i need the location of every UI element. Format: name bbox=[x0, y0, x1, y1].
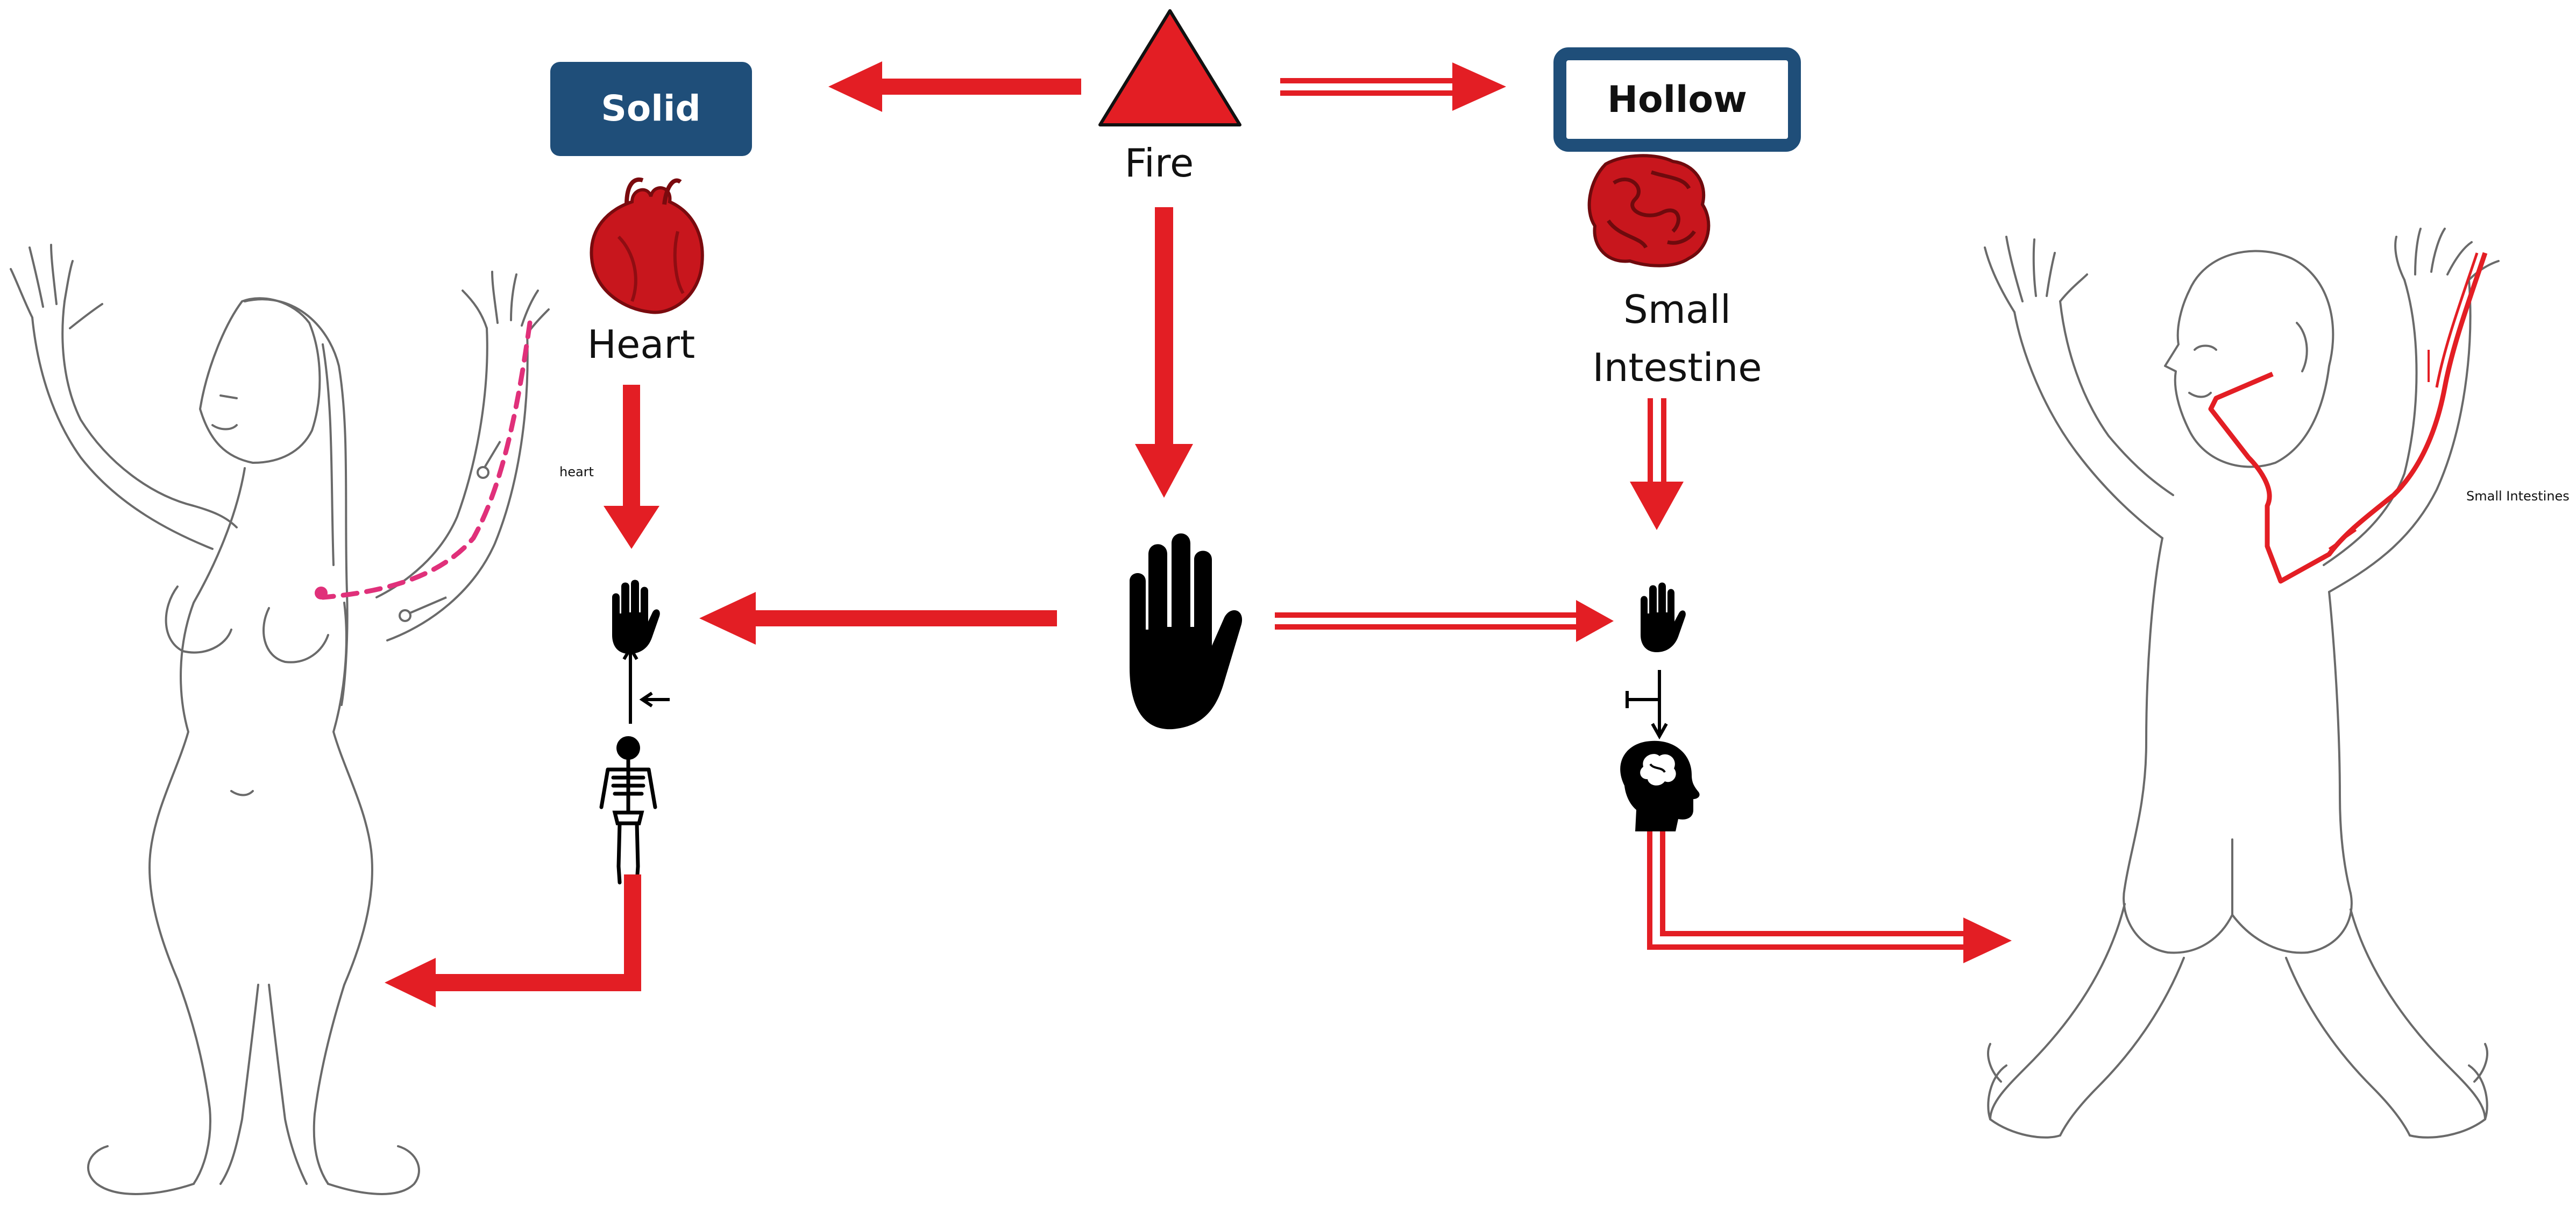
male-body-figure bbox=[1984, 228, 2500, 1139]
small-intestine-label-line2: Intestine bbox=[1592, 345, 1762, 390]
arrow-solid-to-female bbox=[385, 874, 641, 1007]
arrow-hollow-to-male bbox=[1647, 831, 2012, 963]
small-intestine-meridian-label: Small Intestines bbox=[2466, 489, 2570, 504]
hand-icon bbox=[612, 580, 660, 654]
hollow-category-box: Hollow bbox=[1553, 47, 1801, 152]
arrow-fire-to-solid bbox=[828, 61, 1081, 112]
skeleton-icon bbox=[599, 736, 657, 885]
solid-category-box: Solid bbox=[550, 62, 752, 156]
hand-icon bbox=[1641, 582, 1686, 652]
arrow-fire-to-hollow bbox=[1280, 62, 1506, 111]
arrow-hand-to-hollow bbox=[1275, 600, 1614, 642]
arrow-heart-down bbox=[604, 385, 659, 549]
fire-element: Fire bbox=[1098, 9, 1241, 186]
small-intestine-label-line1: Small bbox=[1623, 287, 1731, 332]
heart-meridian-line bbox=[315, 320, 533, 600]
hollow-label: Hollow bbox=[1607, 79, 1747, 121]
hollow-chain bbox=[1620, 582, 1700, 831]
brain-head-icon bbox=[1620, 740, 1700, 831]
solid-label: Solid bbox=[601, 88, 700, 129]
arrow-fire-down bbox=[1135, 207, 1193, 498]
meridian-direction-arrows bbox=[399, 440, 501, 622]
red-triangle-icon bbox=[1098, 9, 1241, 126]
heart-icon bbox=[590, 177, 704, 314]
intestine-icon bbox=[1587, 154, 1711, 267]
heart-meridian-label: heart bbox=[559, 464, 594, 479]
fire-label: Fire bbox=[1125, 140, 1194, 186]
solid-chain bbox=[599, 580, 670, 885]
hand-icon bbox=[1130, 533, 1243, 730]
small-intestine-meridian-line bbox=[2208, 252, 2488, 584]
female-body-figure bbox=[10, 244, 550, 1195]
arrow-hand-to-solid bbox=[699, 592, 1057, 645]
arrow-intestine-down bbox=[1630, 398, 1684, 530]
heart-label: Heart bbox=[587, 322, 695, 367]
